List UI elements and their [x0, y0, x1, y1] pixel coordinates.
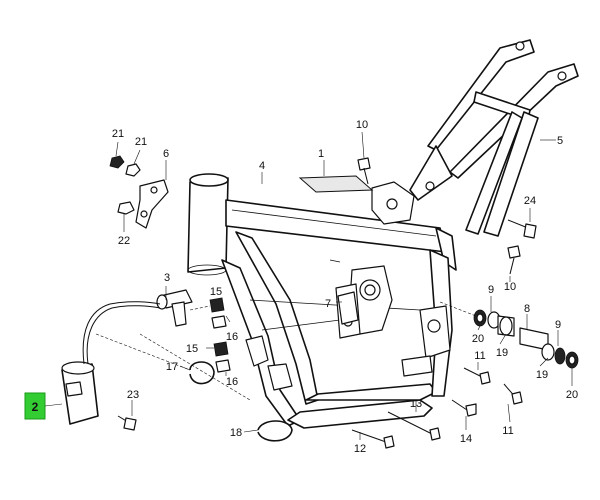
leader-2 [44, 403, 63, 407]
part-grommets [209, 297, 231, 373]
part-rear-subframe [409, 39, 579, 237]
part-collars [473, 309, 579, 369]
callout-16: 16 [226, 331, 238, 343]
callout-20: 20 [566, 389, 578, 401]
callout-19: 19 [496, 347, 508, 359]
callout-21: 21 [112, 128, 124, 140]
callout-20: 20 [472, 333, 484, 345]
callout-2[interactable]: 2 [32, 400, 39, 414]
callout-labels: 1 3 4 5 6 7 8 9 9 10 10 11 11 12 13 14 1… [112, 119, 578, 455]
part-fitting-3 [156, 289, 193, 327]
part-long-bolts [351, 367, 523, 449]
callout-10: 10 [356, 119, 368, 131]
callout-14: 14 [460, 433, 472, 445]
part-bracket-left [109, 155, 169, 229]
callout-11: 11 [502, 425, 513, 437]
callout-4: 4 [259, 160, 265, 172]
callout-9: 9 [488, 284, 494, 296]
callout-12: 12 [354, 443, 366, 455]
callout-7: 7 [325, 298, 331, 310]
callout-8: 8 [524, 303, 530, 315]
callout-3: 3 [164, 272, 170, 284]
part-engine-bracket-7 [337, 291, 359, 325]
assembly-lines [95, 301, 477, 401]
callout-16: 16 [226, 376, 238, 388]
part-bolts-10 [357, 157, 521, 275]
callout-15: 15 [210, 286, 222, 298]
callout-17: 17 [166, 361, 178, 373]
callout-11: 11 [474, 350, 485, 362]
callout-1: 1 [318, 148, 324, 160]
part-bolt-24 [507, 219, 537, 239]
callout-6: 6 [163, 148, 169, 160]
callout-15: 15 [186, 343, 198, 355]
part-ignition-coil [61, 301, 161, 425]
callout-13: 13 [410, 398, 422, 410]
callout-10: 10 [504, 281, 516, 293]
part-plate [298, 175, 374, 193]
callout-18: 18 [230, 427, 242, 439]
main-frame [187, 173, 457, 429]
leader-lines [115, 131, 573, 440]
callout-9: 9 [555, 319, 561, 331]
callout-5: 5 [557, 135, 563, 147]
callout-22: 22 [118, 235, 130, 247]
callout-24: 24 [524, 195, 536, 207]
callout-21: 21 [135, 136, 147, 148]
callout-23: 23 [127, 389, 139, 401]
highlighted-callout[interactable]: 2 [24, 392, 46, 420]
part-bolt-23 [117, 415, 137, 431]
callout-19: 19 [536, 369, 548, 381]
